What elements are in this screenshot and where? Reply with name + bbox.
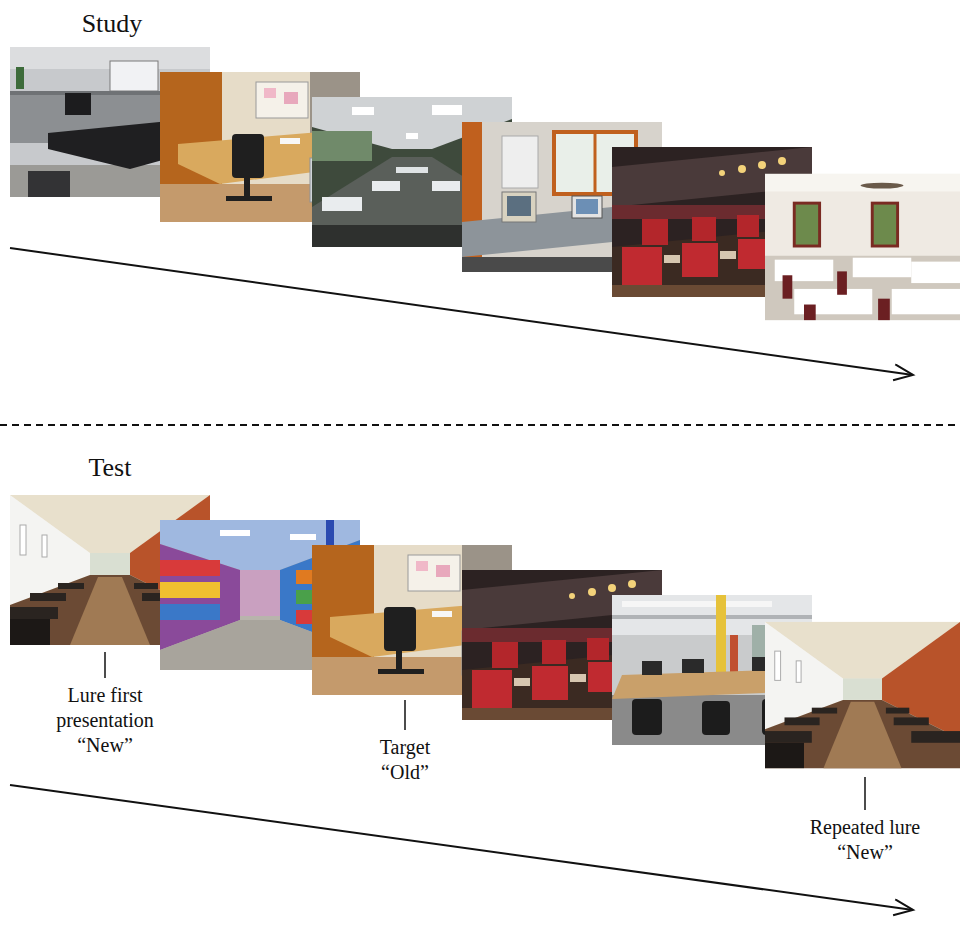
section-title: Test xyxy=(40,452,180,484)
label-holder: Lure first presentation “New” xyxy=(40,683,170,758)
label-holder: Target “Old” xyxy=(363,735,447,785)
scene-photo xyxy=(765,174,960,320)
condition-label: Target “Old” xyxy=(363,735,447,785)
dashed-divider xyxy=(0,424,960,426)
time-arrow xyxy=(10,785,913,910)
condition-label: Lure first presentation “New” xyxy=(40,683,170,758)
section-title: Study xyxy=(42,8,182,40)
label-holder: Study xyxy=(42,8,182,40)
leader-line xyxy=(404,700,406,730)
label-holder: Test xyxy=(40,452,180,484)
time-arrow xyxy=(10,248,913,375)
condition-label: Repeated lure “New” xyxy=(794,815,936,865)
leader-line xyxy=(864,777,866,810)
leader-line xyxy=(104,652,106,678)
label-holder: Repeated lure “New” xyxy=(794,815,936,865)
scene-photo xyxy=(765,622,960,768)
